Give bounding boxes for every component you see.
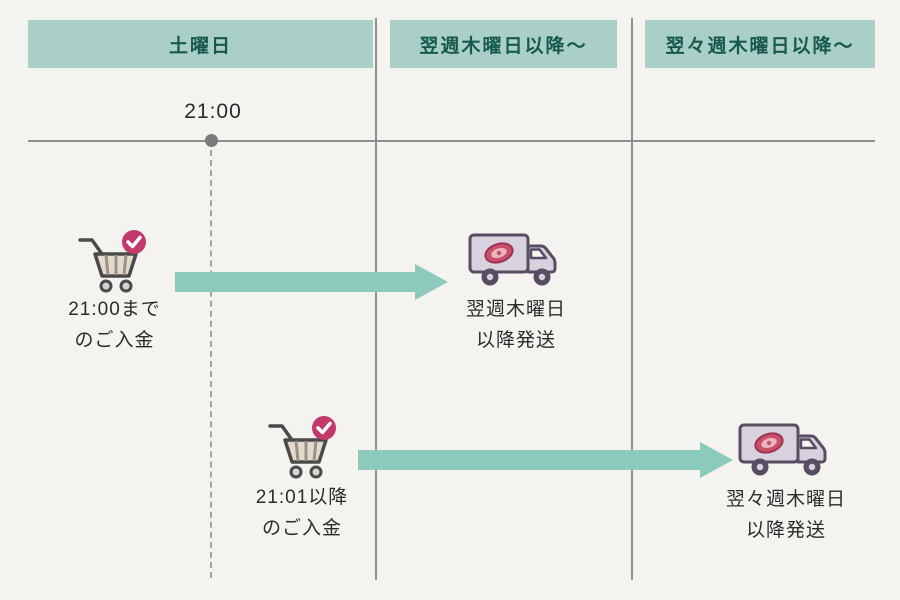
payment-before-label: 21:00まで のご入金 <box>32 294 197 357</box>
payment-after-line2: のご入金 <box>261 518 342 540</box>
delivery-truck-with-meat-icon <box>466 228 570 299</box>
column-header-label: 翌週木曜日以降〜 <box>419 35 588 57</box>
payment-before-line2: のご入金 <box>74 330 155 352</box>
column-header-label: 翌々週木曜日以降〜 <box>665 35 855 57</box>
shipping-next-thursday-label: 翌週木曜日 以降発送 <box>436 294 596 357</box>
column-divider-line <box>631 18 633 580</box>
column-header-next-thursday: 翌週木曜日以降〜 <box>390 20 617 68</box>
shipping-week-after-next-label: 翌々週木曜日 以降発送 <box>700 484 872 547</box>
deadline-time-label: 21:00 <box>184 100 242 123</box>
payment-after-line1: 21:01以降 <box>255 487 349 508</box>
shipping-next-thursday-line1: 翌週木曜日 <box>465 299 566 320</box>
shopping-cart-with-check-icon <box>72 228 150 305</box>
column-header-week-after-next-thursday: 翌々週木曜日以降〜 <box>645 20 875 68</box>
timeline-line <box>28 140 875 142</box>
delivery-truck-with-meat-icon <box>736 418 840 489</box>
arrow-before-deadline <box>175 272 417 292</box>
column-header-label: 土曜日 <box>168 35 232 57</box>
shipping-next-thursday-line2: 以降発送 <box>475 330 556 352</box>
deadline-dashed-line <box>210 150 212 578</box>
shipping-week-after-next-line2: 以降発送 <box>745 520 826 542</box>
column-divider-line <box>375 18 377 580</box>
column-header-saturday: 土曜日 <box>28 20 373 68</box>
shipping-week-after-next-line1: 翌々週木曜日 <box>725 489 846 510</box>
arrow-after-deadline-head <box>700 442 733 478</box>
timeline-dot <box>205 134 218 147</box>
arrow-before-deadline-head <box>415 264 448 300</box>
shopping-cart-with-check-icon <box>262 414 340 491</box>
payment-before-line1: 21:00まで <box>68 299 161 320</box>
payment-after-label: 21:01以降 のご入金 <box>222 482 382 545</box>
arrow-after-deadline <box>358 450 702 470</box>
